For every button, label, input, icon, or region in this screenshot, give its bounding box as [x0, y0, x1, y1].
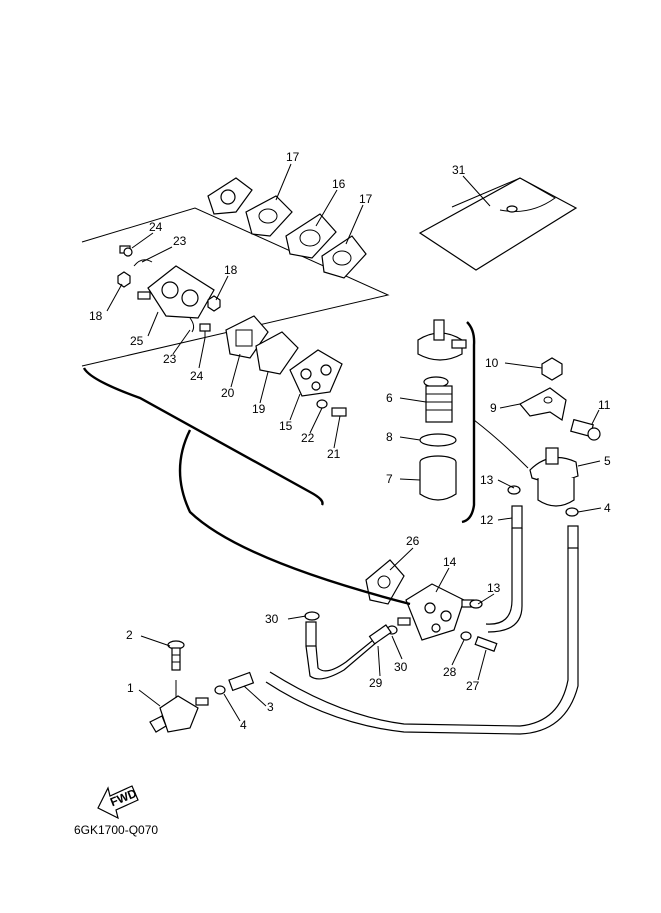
gasket-17-upper	[245, 195, 293, 237]
diagram-code: 6GK1700-Q070	[74, 823, 158, 837]
manual-envelope	[418, 177, 578, 271]
callout-28: 28	[443, 665, 457, 679]
hose-3	[228, 671, 255, 692]
callout-17-lower: 17	[359, 192, 373, 206]
nut-10	[541, 357, 563, 381]
washer-28	[460, 631, 472, 641]
fuel-pump-14	[397, 583, 475, 641]
callout-6: 6	[386, 391, 393, 405]
callout-11: 11	[598, 398, 611, 412]
clip-30-left	[304, 611, 320, 621]
filter-assembly-5	[529, 447, 579, 507]
o-ring-8	[419, 433, 457, 447]
gasket-17-lower	[321, 235, 367, 279]
callout-18-right: 18	[224, 263, 238, 277]
callout-8: 8	[386, 430, 393, 444]
screw-21	[331, 407, 347, 417]
callout-21: 21	[327, 447, 341, 461]
callout-22: 22	[301, 431, 315, 445]
leader-lines	[106, 163, 602, 722]
callout-13-upper: 13	[480, 473, 494, 487]
leader-kit-to-pump	[178, 429, 411, 606]
callout-24-lower: 24	[190, 369, 204, 383]
callout-2: 2	[126, 628, 133, 642]
callout-20: 20	[221, 386, 235, 400]
screw-2	[167, 640, 185, 671]
fwd-arrow-icon: FWD	[97, 785, 139, 820]
leader-filter-to-pump	[473, 419, 529, 469]
pump-cover-part	[207, 177, 253, 215]
bracket-9	[519, 387, 567, 421]
callout-1: 1	[127, 681, 134, 695]
callout-7: 7	[386, 472, 393, 486]
housing-15	[289, 349, 343, 397]
screw-24-upper	[119, 245, 133, 257]
callout-29: 29	[369, 676, 383, 690]
nut-18-left	[117, 271, 131, 288]
fuel-joint-1	[149, 680, 209, 733]
bolt-27	[474, 636, 498, 652]
callout-31: 31	[452, 163, 466, 177]
diaphragm-16	[285, 213, 337, 259]
spring-23-lower	[189, 317, 195, 333]
callout-10: 10	[485, 356, 499, 370]
callout-13-lower: 13	[487, 581, 501, 595]
nut-18-right	[207, 295, 221, 312]
washer-22	[316, 399, 328, 409]
clip-13-lower	[469, 599, 483, 609]
callout-5: 5	[604, 454, 611, 468]
callout-23-lower: 23	[163, 352, 177, 366]
kit-frame-lower	[82, 367, 324, 506]
diaphragm-19	[255, 331, 299, 375]
callout-23-upper: 23	[173, 234, 187, 248]
clip-4-right	[565, 507, 579, 517]
callout-26: 26	[406, 534, 420, 548]
callout-4-right: 4	[604, 501, 611, 515]
callout-27: 27	[466, 679, 480, 693]
callout-30-right: 30	[394, 660, 408, 674]
hose-right-return	[265, 525, 579, 735]
spring-23-upper	[133, 259, 153, 267]
filter-cap	[417, 319, 467, 361]
clip-4-left	[214, 685, 226, 695]
callout-17-upper: 17	[286, 150, 300, 164]
pump-body-25	[137, 265, 215, 319]
hose-12	[485, 505, 523, 633]
screw-24-lower	[199, 323, 211, 338]
callout-24-upper: 24	[149, 220, 163, 234]
callout-labels: 17 16 17 31 24 23 18 18 25 23 24 20 19 1…	[89, 150, 611, 732]
callout-18-left: 18	[89, 309, 103, 323]
callout-3: 3	[267, 700, 274, 714]
filter-cup-7	[419, 455, 457, 501]
callout-25: 25	[130, 334, 144, 348]
callout-16: 16	[332, 177, 346, 191]
callout-14: 14	[443, 555, 457, 569]
callout-4-left: 4	[240, 718, 247, 732]
callout-9: 9	[490, 401, 497, 415]
gasket-26	[365, 559, 405, 605]
callout-30-left: 30	[265, 612, 279, 626]
clip-13-upper	[507, 485, 521, 495]
callout-12: 12	[480, 513, 494, 527]
bolt-11	[570, 418, 601, 441]
filter-bracket-line	[461, 321, 476, 524]
filter-element-6	[423, 376, 453, 423]
callout-19: 19	[252, 402, 266, 416]
callout-15: 15	[279, 419, 293, 433]
hose-29	[305, 621, 392, 680]
